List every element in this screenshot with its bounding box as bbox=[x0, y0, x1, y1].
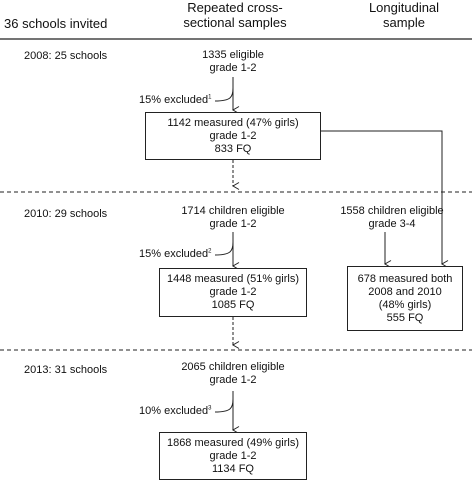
longitudinal-eligible-count: 1558 children eligible bbox=[340, 205, 444, 217]
wave-2010-label: 2010: 29 schools bbox=[24, 208, 108, 220]
wave-2013-excluded-text: 10% excluded bbox=[139, 405, 209, 417]
wave-2008-measured-fq: 833 FQ bbox=[214, 142, 252, 155]
wave-2010-measured-grade: grade 1-2 bbox=[209, 286, 257, 298]
longitudinal-measured-fq: 555 FQ bbox=[386, 311, 424, 324]
wave-2008-label: 2008: 25 schools bbox=[24, 50, 108, 62]
schools-invited-label: 36 schools invited bbox=[4, 16, 108, 31]
wave-2008-eligible-count: 1335 eligible bbox=[202, 49, 264, 61]
wave-2013-measured-box: 1868 measured (49% girls) grade 1-2 1134… bbox=[159, 432, 307, 480]
wave-2008-footnote-marker: 1 bbox=[208, 94, 212, 101]
wave-2008-excluded: 15% excluded1 bbox=[139, 94, 211, 107]
wave-2008-excluded-text: 15% excluded bbox=[139, 94, 209, 106]
wave-2013-eligible-count: 2065 children eligible bbox=[181, 361, 285, 373]
wave-2010-measured-box: 1448 measured (51% girls) grade 1-2 1085… bbox=[159, 268, 307, 317]
wave-2010-excluded-text: 15% excluded bbox=[139, 248, 209, 260]
wave-2013-eligible: 2065 children eligible grade 1-2 bbox=[158, 361, 308, 387]
longitudinal-eligible-grade: grade 3-4 bbox=[368, 218, 416, 230]
wave-2010-eligible-count: 1714 children eligible bbox=[181, 205, 285, 217]
wave-2008-eligible: 1335 eligible grade 1-2 bbox=[168, 49, 298, 75]
wave-2008-measured: 1142 measured (47% girls) bbox=[167, 116, 299, 129]
longitudinal-measured-girls: (48% girls) bbox=[378, 298, 432, 311]
wave-2013-measured: 1868 measured (49% girls) bbox=[166, 436, 300, 449]
wave-2013-excluded: 10% excluded3 bbox=[139, 405, 211, 418]
wave-2008-measured-grade: grade 1-2 bbox=[209, 129, 257, 142]
longitudinal-measured: 678 measured both bbox=[357, 272, 453, 285]
cross-sectional-header-line2: sectional samples bbox=[183, 15, 287, 30]
arrow-2008-to-longitudinal bbox=[321, 130, 449, 268]
longitudinal-header: Longitudinal sample bbox=[354, 0, 454, 30]
wave-2010-measured-fq: 1085 FQ bbox=[211, 299, 255, 311]
wave-2013-eligible-grade: grade 1-2 bbox=[209, 374, 257, 386]
wave-2010-measured: 1448 measured (51% girls) bbox=[166, 273, 300, 285]
longitudinal-measured-years: 2008 and 2010 bbox=[368, 285, 442, 298]
wave-2013-footnote-marker: 3 bbox=[208, 405, 212, 412]
longitudinal-measured-box: 678 measured both 2008 and 2010 (48% gir… bbox=[347, 266, 463, 331]
exclusion-curve-2010 bbox=[214, 241, 234, 256]
wave-2013-measured-fq: 1134 FQ bbox=[212, 462, 254, 475]
cross-sectional-header-line1: Repeated cross- bbox=[187, 0, 283, 15]
wave-2008-eligible-grade: grade 1-2 bbox=[209, 62, 257, 74]
longitudinal-header-line2: sample bbox=[383, 15, 425, 30]
longitudinal-header-line1: Longitudinal bbox=[368, 0, 440, 15]
exclusion-curve-2008 bbox=[214, 87, 234, 102]
longitudinal-eligible: 1558 children eligible grade 3-4 bbox=[326, 205, 458, 231]
exclusion-curve-2013 bbox=[214, 398, 234, 413]
wave-2010-footnote-marker: 2 bbox=[208, 248, 212, 255]
wave-2008-measured-box: 1142 measured (47% girls) grade 1-2 833 … bbox=[145, 112, 321, 160]
wave-2013-measured-grade: grade 1-2 bbox=[209, 449, 257, 462]
wave-2013-label: 2013: 31 schools bbox=[24, 364, 108, 376]
cross-sectional-header: Repeated cross- sectional samples bbox=[170, 0, 300, 30]
wave-2010-excluded: 15% excluded2 bbox=[139, 248, 211, 261]
wave-2010-eligible: 1714 children eligible grade 1-2 bbox=[158, 205, 308, 231]
wave-2010-eligible-grade: grade 1-2 bbox=[209, 218, 257, 230]
